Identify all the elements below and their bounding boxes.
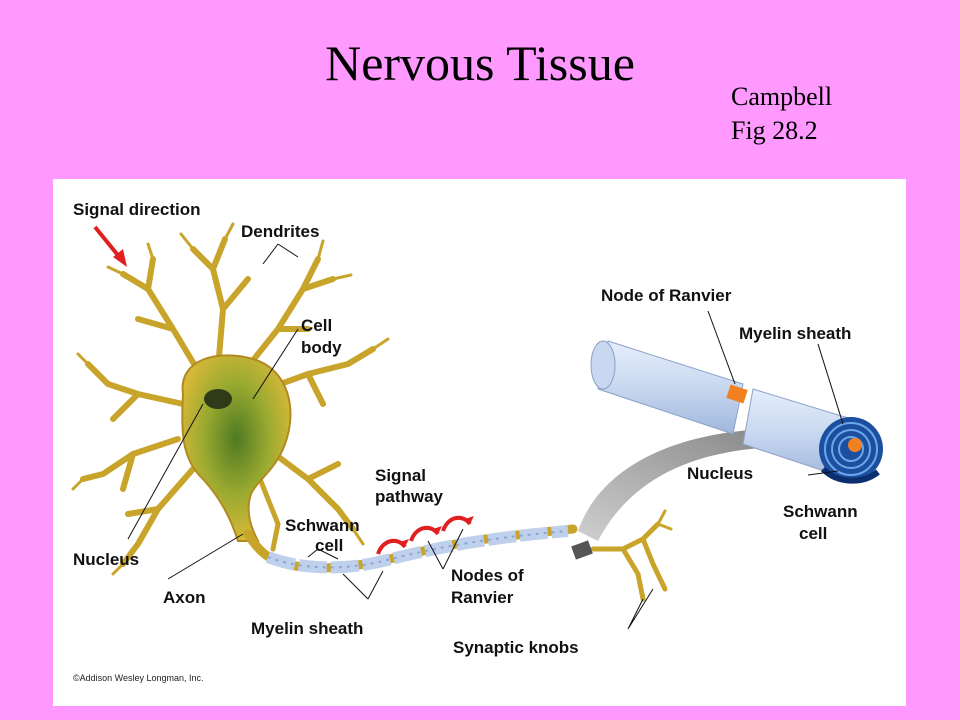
label-signal-pathway-line1: Signal [375,466,426,485]
label-node-of-ranvier: Node of Ranvier [601,286,732,305]
myelin-cross-section [590,340,883,484]
citation-author: Campbell [731,82,833,111]
signal-direction-arrow [93,225,127,267]
label-signal-direction: Signal direction [73,200,201,219]
label-myelin-sheath-right: Myelin sheath [739,324,851,343]
label-cell-body-line1: Cell [301,316,332,335]
label-axon: Axon [163,588,206,607]
label-schwann-cell-line2: cell [315,536,343,555]
axon [243,524,578,574]
citation: Campbell Fig 28.2 [731,80,832,148]
label-nucleus-left: Nucleus [73,550,139,569]
nucleus [204,389,232,409]
label-myelin-sheath-left: Myelin sheath [251,619,363,638]
label-schwann-cell-right-line1: Schwann [783,502,858,521]
neuron-figure: Signal direction Dendrites Cell body Sig… [53,179,906,706]
label-nucleus-right: Nucleus [687,464,753,483]
copyright-note: ©Addison Wesley Longman, Inc. [73,673,204,683]
leader-lines [127,243,844,630]
neuron-diagram: Signal direction Dendrites Cell body Sig… [71,200,883,683]
citation-figure: Fig 28.2 [731,116,818,145]
label-cell-body-line2: body [301,338,342,357]
myelin-sheath-segments [265,525,569,574]
label-nodes-of-ranvier-line1: Nodes of [451,566,524,585]
signal-pathway-arrowheads [397,516,474,547]
slide-title: Nervous Tissue [325,35,635,91]
axon-terminal [590,509,673,602]
label-nodes-of-ranvier-line2: Ranvier [451,588,514,607]
label-signal-pathway-line2: pathway [375,487,444,506]
label-dendrites: Dendrites [241,222,319,241]
label-schwann-cell-line1: Schwann [285,516,360,535]
label-schwann-cell-right-line2: cell [799,524,827,543]
cut-marker [571,540,593,560]
label-synaptic-knobs: Synaptic knobs [453,638,579,657]
